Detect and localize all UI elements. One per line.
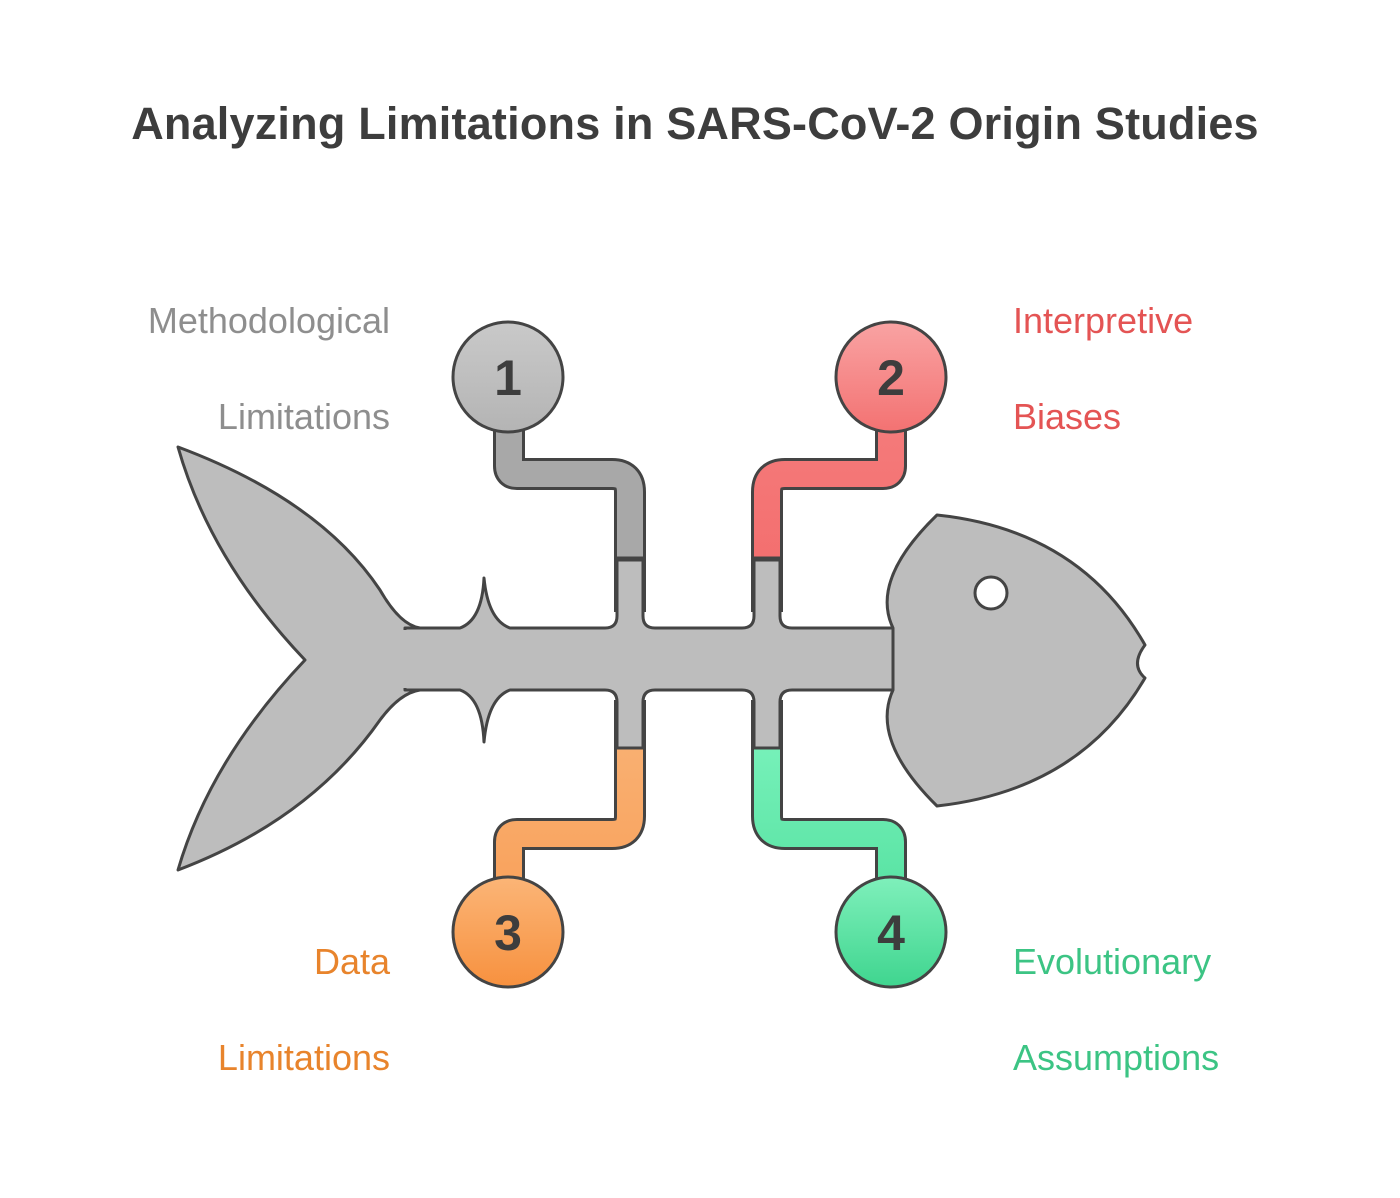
circle-1: 1	[451, 320, 565, 434]
label-2: Interpretive Biases	[1013, 249, 1313, 489]
fish-tail	[176, 445, 422, 872]
circle-2: 2	[834, 320, 948, 434]
diagram-title: Analyzing Limitations in SARS-CoV-2 Orig…	[131, 98, 1259, 149]
fish-eye	[973, 575, 1009, 611]
label-1-line2: Limitations	[217, 396, 390, 437]
label-2-line1: Interpretive	[1013, 300, 1194, 341]
number-3: 3	[494, 905, 522, 961]
fish-spine	[403, 558, 902, 750]
label-4: Evolutionary Assumptions	[1013, 890, 1313, 1130]
circle-3: 3	[451, 875, 565, 989]
number-1: 1	[494, 350, 522, 406]
label-2-line2: Biases	[1013, 396, 1122, 437]
label-3-line1: Data	[313, 941, 390, 982]
label-3-line2: Limitations	[217, 1037, 390, 1078]
circle-4: 4	[834, 875, 948, 989]
label-1-line1: Methodological	[147, 300, 390, 341]
number-4: 4	[877, 905, 905, 961]
label-4-line1: Evolutionary	[1013, 941, 1212, 982]
label-1: Methodological Limitations	[90, 249, 390, 489]
label-4-line2: Assumptions	[1013, 1037, 1220, 1078]
label-3: Data Limitations	[90, 890, 390, 1130]
fish-head	[885, 513, 1147, 808]
number-2: 2	[877, 350, 905, 406]
